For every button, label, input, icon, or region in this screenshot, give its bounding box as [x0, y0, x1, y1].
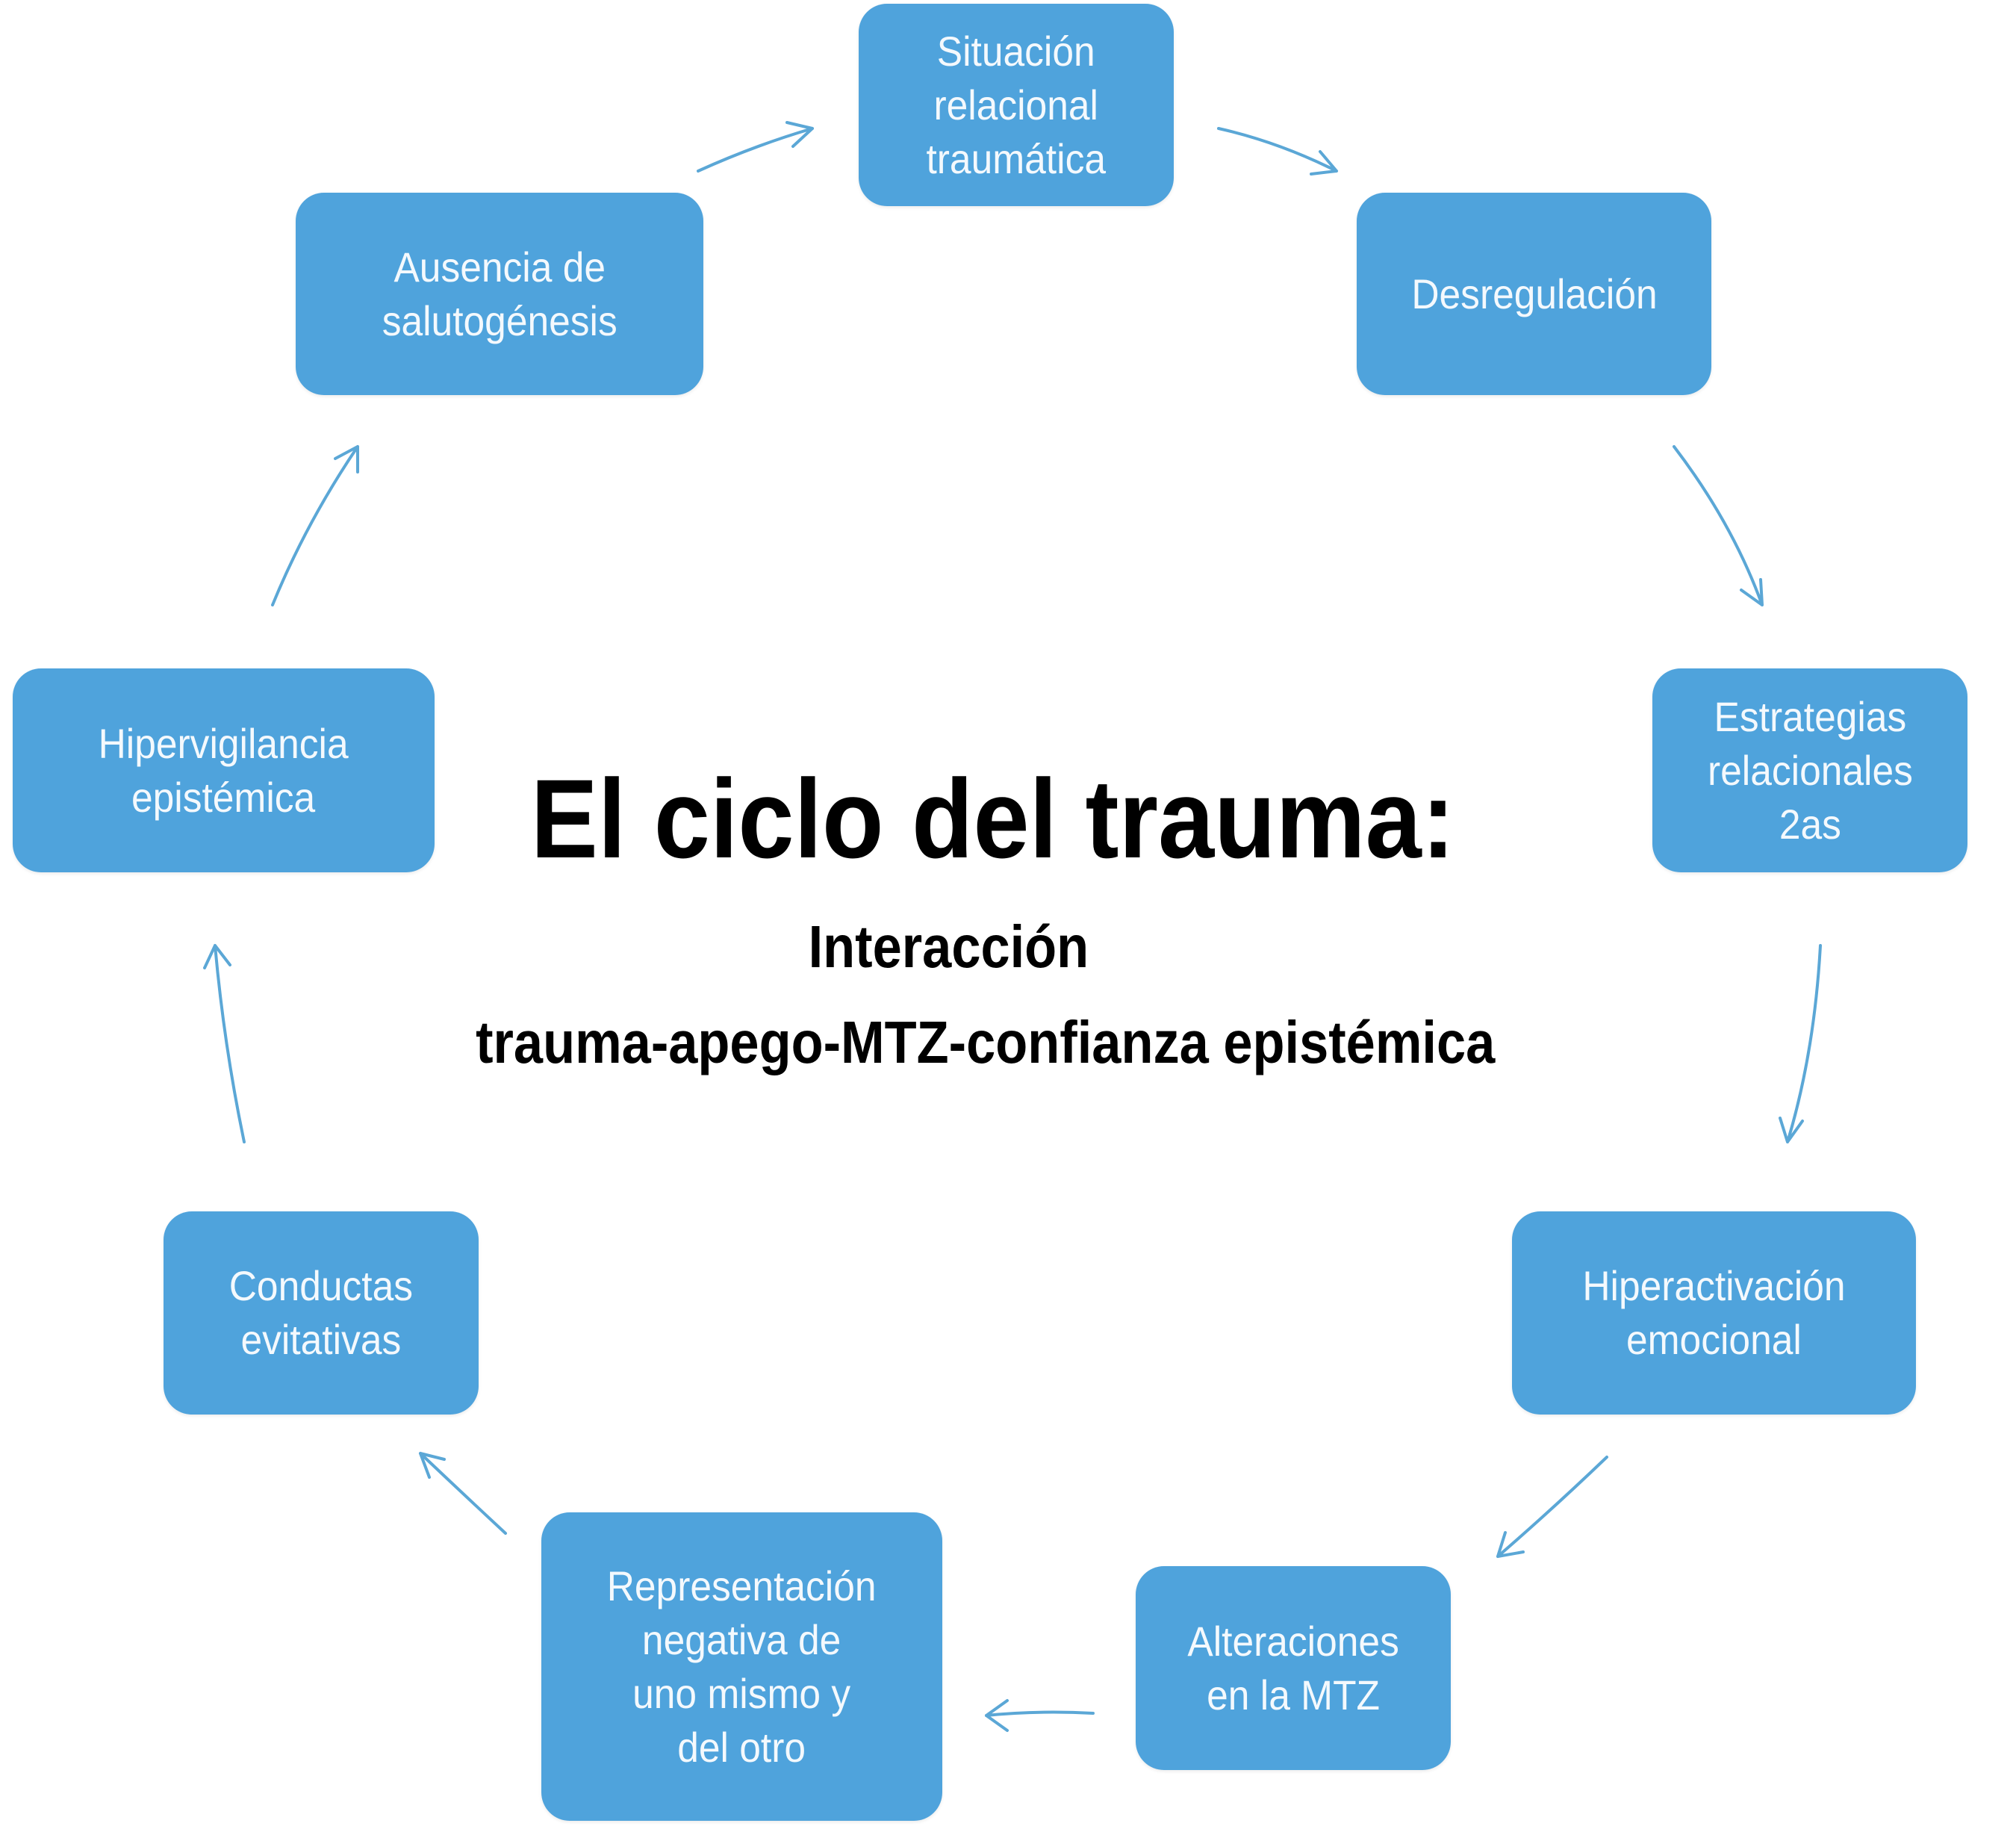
title-text: El ciclo del trauma:	[531, 756, 1455, 881]
node-label: Representación negativa de uno mismo y d…	[607, 1562, 877, 1771]
arrow-ausencia-to-situacion	[697, 121, 814, 173]
node-hipervigilancia-epistemica[interactable]: Hipervigilancia epistémica	[13, 668, 435, 872]
node-alteraciones-mtz[interactable]: Alteraciones en la MTZ	[1136, 1566, 1451, 1770]
subtitle-text: Interacción	[808, 913, 1089, 980]
node-label: Ausencia de salutogénesis	[382, 243, 617, 344]
node-desregulacion[interactable]: Desregulación	[1357, 193, 1711, 395]
subtitle-text: trauma-apego-MTZ-confianza epistémica	[476, 1009, 1496, 1075]
node-representacion-negativa[interactable]: Representación negativa de uno mismo y d…	[541, 1512, 942, 1821]
node-estrategias-relacionales[interactable]: Estrategias relacionales 2as	[1652, 668, 1967, 872]
diagram-subtitle-line1: Interacción	[0, 913, 1956, 981]
arrow-representacion-to-conductas	[419, 1452, 507, 1535]
node-label: Conductas evitativas	[228, 1262, 414, 1363]
node-label: Desregulación	[1410, 270, 1658, 317]
node-hiperactivacion-emocional[interactable]: Hiperactivación emocional	[1512, 1211, 1916, 1415]
node-label: Alteraciones en la MTZ	[1187, 1617, 1399, 1718]
arrow-conductas-to-hipervigilancia	[203, 944, 246, 1143]
arrow-hipervigilancia-to-ausencia	[271, 445, 359, 606]
node-ausencia-salutogenesis[interactable]: Ausencia de salutogénesis	[296, 193, 703, 395]
diagram-subtitle-line2: trauma-apego-MTZ-confianza epistémica	[0, 1008, 1994, 1077]
arrow-estrategias-to-hiperactivacion	[1779, 944, 1822, 1143]
node-label: Estrategias relacionales 2as	[1707, 692, 1913, 848]
diagram-title: El ciclo del trauma:	[0, 754, 2001, 884]
node-label: Hipervigilancia epistémica	[98, 719, 349, 821]
node-label: Hiperactivación emocional	[1582, 1262, 1846, 1363]
node-label: Situación relacional traumática	[926, 27, 1107, 182]
arrow-hiperactivacion-to-alteraciones	[1496, 1456, 1608, 1558]
arrow-alteraciones-to-representacion	[985, 1699, 1095, 1732]
arrow-situacion-to-desregulacion	[1217, 127, 1338, 176]
arrow-desregulacion-to-estrategias	[1673, 445, 1764, 606]
node-conductas-evitativas[interactable]: Conductas evitativas	[164, 1211, 479, 1415]
node-situacion-relacional-traumatica[interactable]: Situación relacional traumática	[859, 4, 1174, 206]
